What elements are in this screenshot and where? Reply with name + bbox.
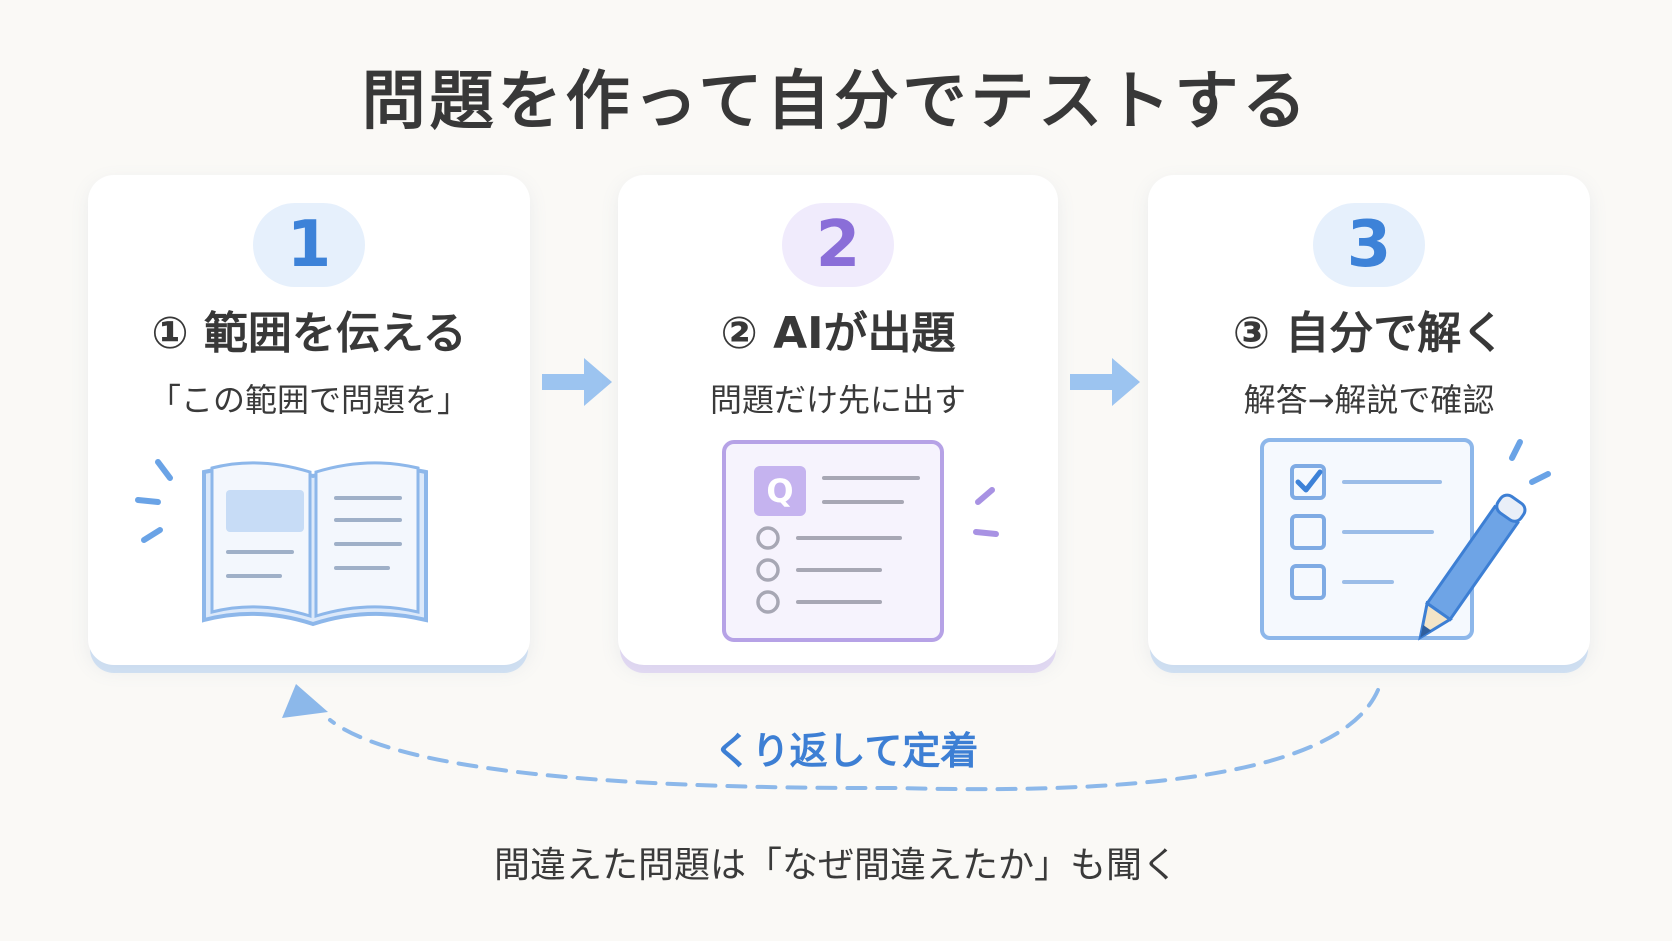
step-number-badge-2: 2 [782, 203, 894, 287]
step-label-1: ① 範囲を伝える [151, 308, 467, 359]
checklist-pencil-icon [1260, 438, 1551, 641]
step-sub-3: 解答→解説で確認 [1243, 381, 1495, 419]
step-number-badge-3: 3 [1313, 203, 1425, 287]
step-label-2: ② AIが出題 [720, 308, 956, 359]
step-card-1: 1 ① 範囲を伝える 「この範囲で問題を」 [88, 175, 530, 665]
step-sub-1: 「この範囲で問題を」 [148, 381, 469, 419]
arrow-right-icon [1070, 358, 1140, 406]
step-label-3: ③ 自分で解く [1232, 308, 1506, 359]
step-sub-2: 問題だけ先に出す [709, 381, 966, 419]
loop-label: くり返して定着 [713, 729, 979, 773]
footer-note: 間違えた問題は「なぜ間違えたか」も聞く [493, 845, 1178, 886]
page-title: 問題を作って自分でテストする [361, 65, 1311, 139]
step-card-2: 2 ② AIが出題 問題だけ先に出す Q [618, 175, 1058, 665]
step-card-3: 3 ③ 自分で解く 解答→解説で確認 [1148, 175, 1590, 665]
quiz-q-letter: Q [766, 472, 793, 510]
step-number-badge-1: 1 [253, 203, 365, 287]
arrow-right-icon [542, 358, 612, 406]
open-book-icon [135, 459, 428, 627]
quiz-sheet-icon: Q [722, 440, 999, 642]
